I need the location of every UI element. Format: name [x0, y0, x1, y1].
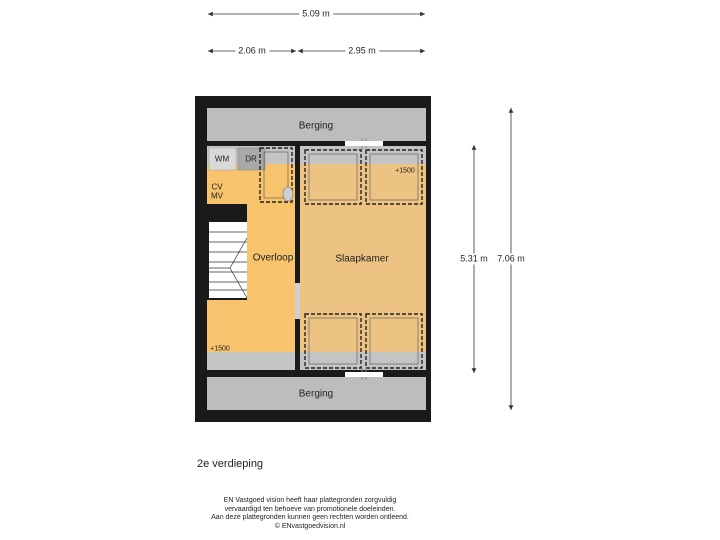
dim-total-width: 5.09 m	[299, 8, 333, 20]
storage-top	[207, 108, 426, 141]
roof-strip-left-bottom	[207, 352, 295, 370]
floor-title: 2e verdieping	[197, 458, 264, 470]
label-wm: WM	[214, 154, 230, 164]
skylights-inner	[263, 151, 419, 365]
label-cv: CV	[211, 182, 223, 192]
dim-total-depth: 7.06 m	[494, 253, 528, 265]
sink	[282, 186, 294, 202]
dim-right-width: 2.95 m	[345, 45, 379, 57]
disclaimer-line-2: vervaardigd ten behoeve van promotionele…	[224, 505, 396, 513]
disclaimer-line-3: Aan deze plattegronden kunnen geen recht…	[211, 514, 409, 521]
level-left: +1500	[210, 345, 230, 353]
stairwell	[209, 222, 247, 298]
dryer	[237, 147, 266, 171]
disclaimer: EN Vastgoed vision heeft haar plattegron…	[160, 497, 460, 531]
room-label-overloop: Overloop	[251, 252, 295, 264]
label-dr: DR	[245, 154, 257, 164]
storage-door-top	[345, 141, 383, 146]
stair-treads	[209, 231, 248, 299]
skylights	[259, 147, 423, 369]
partition-wall	[295, 146, 300, 370]
storage-bottom	[207, 377, 426, 410]
room-label-berging-bottom: Berging	[298, 388, 334, 400]
room-label-berging-top: Berging	[298, 120, 334, 132]
room-label-slaapkamer: Slaapkamer	[335, 253, 389, 265]
slaapkamer-area	[300, 146, 426, 370]
disclaimer-line-1: EN Vastgoed vision heeft haar plattegron…	[223, 497, 397, 504]
level-right: +1500	[395, 167, 415, 175]
roof-strip-bottom	[300, 352, 426, 370]
storage-door-bottom	[345, 372, 383, 377]
dim-left-width: 2.06 m	[235, 45, 269, 57]
roof-strip-top	[300, 146, 426, 164]
washing-machine	[208, 147, 237, 171]
dim-inner-depth: 5.31 m	[457, 253, 491, 265]
door-opening	[295, 283, 300, 319]
label-mv: MV	[211, 191, 223, 201]
disclaimer-line-4: © ENvastgoedvision.nl	[274, 522, 346, 530]
